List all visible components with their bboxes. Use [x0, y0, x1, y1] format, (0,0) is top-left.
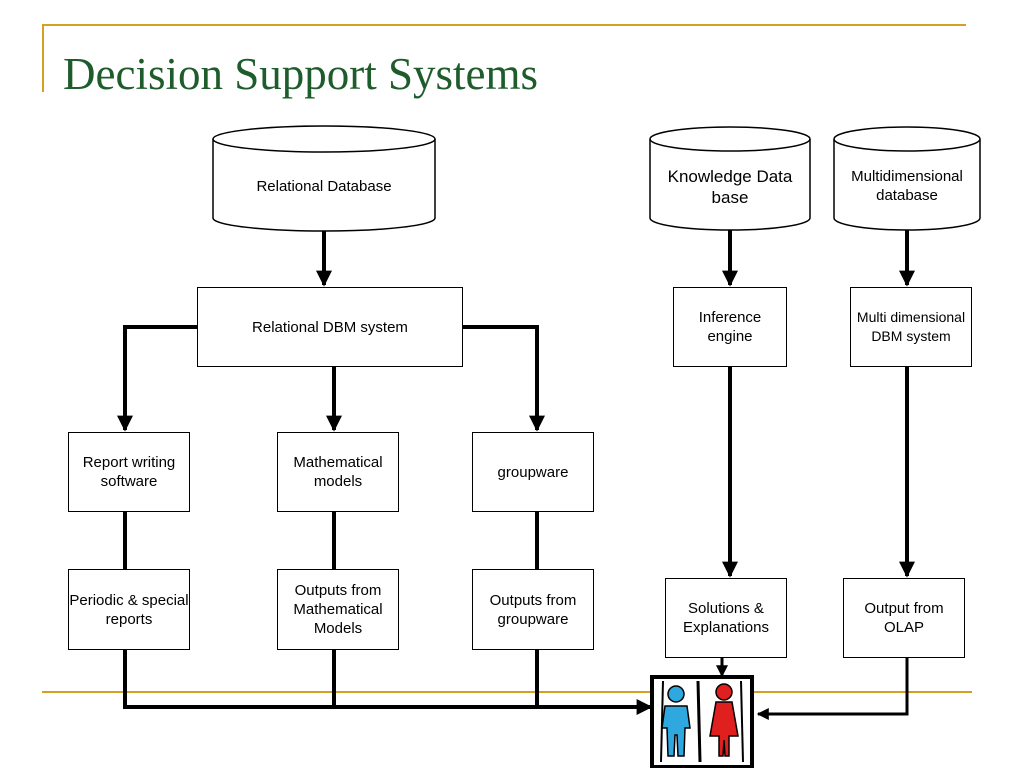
inference-engine-box: Inference engine [673, 287, 787, 367]
solutions-explanations-box: Solutions & Explanations [665, 578, 787, 658]
users-icon [650, 675, 754, 768]
knowledge-database-label: Knowledge Data base [667, 167, 793, 207]
arrow-dbms-to-report [117, 325, 197, 432]
multidimensional-database-label: Multidimensional database [851, 168, 963, 204]
periodic-special-reports-box: Periodic & special reports [68, 569, 190, 650]
relational-database-cylinder [212, 125, 436, 232]
multi-dimensional-dbm-system-box: Multi dimensional DBM system [850, 287, 972, 367]
report-writing-software-box: Report writing software [68, 432, 190, 512]
outputs-from-groupware-box: Outputs from groupware [472, 569, 594, 650]
multidimensional-database-cylinder [833, 126, 981, 231]
groupware-box: groupware [472, 432, 594, 512]
arrow-dbms-to-groupware [463, 325, 545, 432]
connectors [117, 230, 915, 715]
output-from-olap-box: Output from OLAP [843, 578, 965, 658]
arrow-olap-to-users [756, 658, 909, 720]
relational-dbm-system-box: Relational DBM system [197, 287, 463, 367]
outputs-from-math-models-box: Outputs from Mathematical Models [277, 569, 399, 650]
slide-frame [42, 24, 972, 693]
mathematical-models-box: Mathematical models [277, 432, 399, 512]
page-title: Decision Support Systems [63, 49, 539, 99]
relational-database-label: Relational Database [256, 177, 392, 195]
